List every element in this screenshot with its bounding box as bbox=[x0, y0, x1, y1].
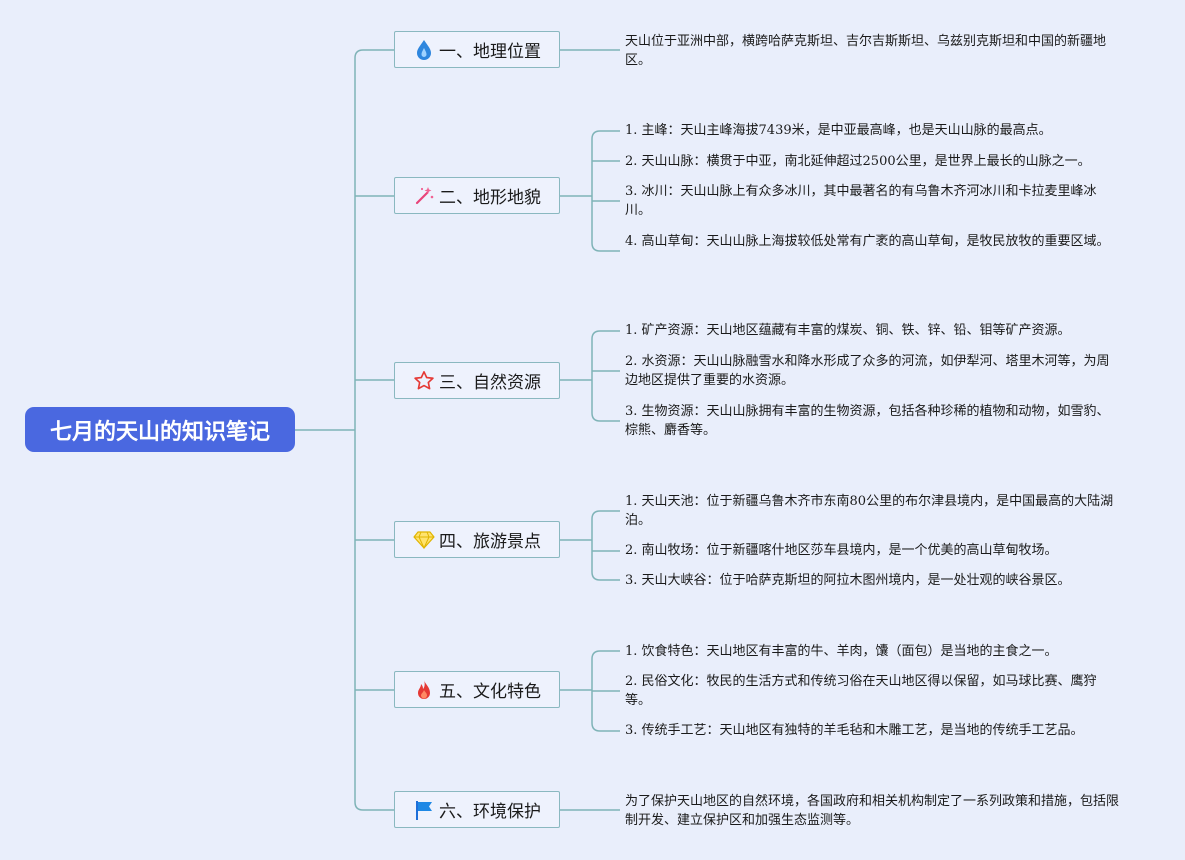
root-topic-label: 七月的天山的知识笔记 bbox=[49, 419, 270, 445]
leaf-spine-connector bbox=[591, 130, 601, 252]
branch-resources[interactable]: 三、自然资源 bbox=[394, 362, 560, 399]
branch-culture[interactable]: 五、文化特色 bbox=[394, 671, 560, 708]
branch-label: 一、地理位置 bbox=[439, 42, 541, 62]
leaf-culture-1: 1. 饮食特色：天山地区有丰富的牛、羊肉，馕（面包）是当地的主食之一。 bbox=[625, 644, 1058, 659]
leaf-culture-3: 3. 传统手工艺：天山地区有独特的羊毛毡和木雕工艺，是当地的传统手工艺品。 bbox=[625, 723, 1084, 738]
branch-geography[interactable]: 一、地理位置 bbox=[394, 31, 560, 68]
branch-environment[interactable]: 六、环境保护 bbox=[394, 791, 560, 828]
trunk-connector bbox=[354, 49, 364, 811]
leaf-terrain-1: 1. 主峰：天山主峰海拔7439米，是中亚最高峰，也是天山山脉的最高点。 bbox=[625, 123, 1052, 138]
branch-label: 三、自然资源 bbox=[439, 373, 541, 393]
branch-label: 六、环境保护 bbox=[439, 802, 541, 822]
flag-icon bbox=[413, 799, 435, 821]
leaf-spine-connector bbox=[591, 510, 601, 581]
branch-label: 五、文化特色 bbox=[439, 682, 541, 702]
droplet-icon bbox=[413, 39, 435, 61]
branch-terrain[interactable]: 二、地形地貌 bbox=[394, 177, 560, 214]
root-topic[interactable]: 七月的天山的知识笔记 bbox=[25, 407, 295, 452]
sparkle-wand-icon bbox=[413, 185, 435, 207]
leaf-spine-connector bbox=[591, 330, 601, 422]
leaf-resources-2: 2. 水资源：天山山脉融雪水和降水形成了众多的河流，如伊犁河、塔里木河等，为周边… bbox=[625, 354, 1110, 388]
branch-label: 二、地形地貌 bbox=[439, 188, 541, 208]
branch-label: 四、旅游景点 bbox=[439, 532, 541, 552]
leaf-attractions-1: 1. 天山天池：位于新疆乌鲁木齐市东南80公里的布尔津县境内，是中国最高的大陆湖… bbox=[625, 494, 1114, 528]
leaf-terrain-4: 4. 高山草甸：天山山脉上海拔较低处常有广袤的高山草甸，是牧民放牧的重要区域。 bbox=[625, 234, 1110, 249]
leaf-resources-3: 3. 生物资源：天山山脉拥有丰富的生物资源，包括各种珍稀的植物和动物，如雪豹、棕… bbox=[625, 404, 1110, 438]
leaf-resources-1: 1. 矿产资源：天山地区蕴藏有丰富的煤炭、铜、铁、锌、铅、钼等矿产资源。 bbox=[625, 323, 1071, 338]
flame-icon bbox=[413, 679, 435, 701]
leaf-terrain-3: 3. 冰川：天山山脉上有众多冰川，其中最著名的有乌鲁木齐河冰川和卡拉麦里峰冰川。 bbox=[625, 184, 1097, 218]
leaf-terrain-2: 2. 天山山脉：横贯于中亚，南北延伸超过2500公里，是世界上最长的山脉之一。 bbox=[625, 154, 1091, 169]
leaf-geography-1: 天山位于亚洲中部，横跨哈萨克斯坦、吉尔吉斯斯坦、乌兹别克斯坦和中国的新疆地区。 bbox=[625, 34, 1107, 68]
leaf-attractions-2: 2. 南山牧场：位于新疆喀什地区莎车县境内，是一个优美的高山草甸牧场。 bbox=[625, 543, 1058, 558]
leaf-attractions-3: 3. 天山大峡谷：位于哈萨克斯坦的阿拉木图州境内，是一处壮观的峡谷景区。 bbox=[625, 573, 1071, 588]
branch-attractions[interactable]: 四、旅游景点 bbox=[394, 521, 560, 558]
star-outline-icon bbox=[413, 370, 435, 392]
leaf-culture-2: 2. 民俗文化：牧民的生活方式和传统习俗在天山地区得以保留，如马球比赛、鹰狩等。 bbox=[625, 674, 1097, 708]
leaf-environment-1: 为了保护天山地区的自然环境，各国政府和相关机构制定了一系列政策和措施，包括限制开… bbox=[625, 794, 1120, 828]
diamond-icon bbox=[413, 529, 435, 551]
